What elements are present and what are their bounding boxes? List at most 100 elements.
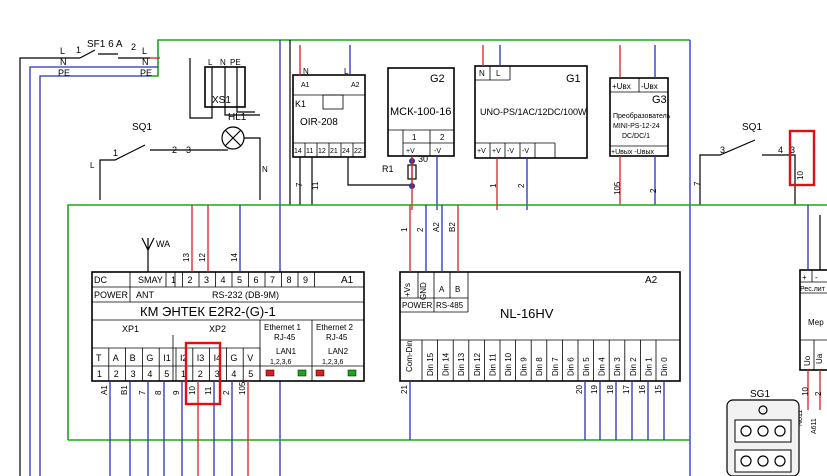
a1-top-wire-12: 12 [198,253,207,262]
a2-din-5: Din 10 [504,352,513,376]
a1-terminal-num-4: 5 [164,369,169,379]
power-bus: L N PE SF1 6 A 1 2 L N PE [19,39,690,476]
a1-terminal-num-0: 1 [97,369,102,379]
a1-bottom-wire-7: 7 [138,390,147,395]
g1-ref: G1 [566,73,581,85]
oir-a2: A2 [351,82,360,89]
a1-signal-8: G [230,353,237,363]
a1-bottom-wire-9: 9 [172,390,181,395]
oir-pin-14: 14 [294,148,302,155]
a2-din-8: Din 7 [551,357,560,376]
right-minus: - [815,273,818,282]
a2-gnd: GND [419,282,428,300]
r1-label: R1 [382,164,394,174]
oir-a1: A1 [301,82,310,89]
a1-signal-0: T [96,353,102,363]
label-pe2: PE [140,68,152,78]
oir-name: OIR-208 [300,117,338,128]
oir-pin-22: 22 [354,148,362,155]
g2-pin2: 2 [440,133,445,142]
a1-lan1: LAN1 [276,347,297,356]
oir-n: N [303,67,309,76]
oir-208-relay: A1 A2 N L K1 OIR-208 14 11 12 21 24 22 7… [292,45,428,205]
sq1-left-pin1: 1 [113,148,118,158]
g1-pin-1: +V [477,148,486,155]
sf1-pin1: 1 [76,45,81,55]
g1-wire-1: 1 [489,183,498,188]
a1-terminal-num-7: 3 [215,369,220,379]
oir-pin-12: 12 [318,148,326,155]
sq1-right-pin3: 3 [720,145,725,155]
oir-wire-11: 11 [311,181,320,190]
a2-name: NL-16HV [500,306,554,321]
a1-xp2: XP2 [209,324,226,334]
a2-bottom-wire-18: 18 [606,385,615,394]
right-ua: Ua [815,353,824,364]
a1-top-pin-3: 3 [204,275,209,285]
a2-bottom-wire-19: 19 [590,385,599,394]
a2-top-wire-1: 1 [400,227,409,232]
a2-din-9: Din 6 [566,357,575,376]
sg1-label: SG1 [750,389,770,400]
label-l1: L [60,46,65,56]
xs1-socket: L N PE XS1 [189,58,260,119]
a1-signal-5: I2 [180,353,188,363]
a1-dc: DC [94,275,107,285]
a1-signal-2: B [130,353,136,363]
a1-rs232: RS-232 (DB-9M) [212,290,279,300]
a2-din-12: Din 3 [613,357,622,376]
a2-din-10: Din 5 [582,357,591,376]
a2-din-6: Din 9 [520,357,529,376]
g2-ref: G2 [430,73,445,85]
g1-n: N [479,69,485,78]
sf1-pin2: 2 [131,42,136,52]
right-n611: N611 [797,410,804,426]
highlight-wire-10 [788,129,816,187]
a2-din-3: Din 12 [473,352,482,376]
a1-bottom-wire-105: 105 [238,381,247,395]
xs1-pe: PE [230,58,241,67]
a1-ref: A1 [341,275,354,286]
a1-top-pin-6: 6 [254,275,259,285]
xs1-n: N [220,58,226,67]
g1-pin-4: -V [522,148,529,155]
right-w2: 2 [814,391,823,396]
a1-signal-1: A [113,353,119,363]
a1-terminal-num-6: 2 [198,369,203,379]
a1-top-pin-5: 5 [237,275,242,285]
g3-uout: +Uвых -Uвых [611,149,654,156]
sq1-left-label: SQ1 [132,122,152,133]
oir-pin-21: 21 [330,148,338,155]
a1-signal-9: V [247,353,253,363]
sq1-right-wire-10: 10 [796,171,805,180]
a1-xp1: XP1 [122,324,139,334]
g2-mv: -V [434,148,441,155]
a1-eth2: Ethernet 2 [316,323,353,332]
a2-power: POWER [402,301,432,310]
a2-din-0: Din 15 [426,352,435,376]
a1-top-pin-8: 8 [287,275,292,285]
g2-pv: +V [406,148,415,155]
g3-converter: +Uвх -Uвх G3 Преобразователь MINI-PS-12-… [609,45,671,205]
a2-din-4: Din 11 [488,353,497,376]
a2-top-wire-A2: A2 [432,222,441,232]
g1-wire-2: 2 [517,183,526,188]
a1-lan2: LAN2 [328,347,349,356]
a2-bottom-wire-15: 15 [654,385,663,394]
r1-30: 30 [418,154,428,164]
xs1-l: L [208,58,213,67]
a1-terminal-num-9: 5 [248,369,253,379]
label-l2: L [142,46,147,56]
label-n1: N [60,57,67,67]
sf1-label: SF1 6 A [87,39,123,50]
wire-n-label: N [262,165,268,174]
enclosure-outline [67,204,827,440]
a1-power: POWER [94,290,129,300]
g1-pin-3: -V [507,148,514,155]
a2-din-14: Din 1 [644,357,653,376]
xs1-label: XS1 [212,95,231,106]
a1-signal-4: I1 [163,353,171,363]
right-w10: 10 [801,387,810,396]
g2-pin1: 1 [412,133,417,142]
oir-pin-11: 11 [306,148,313,155]
